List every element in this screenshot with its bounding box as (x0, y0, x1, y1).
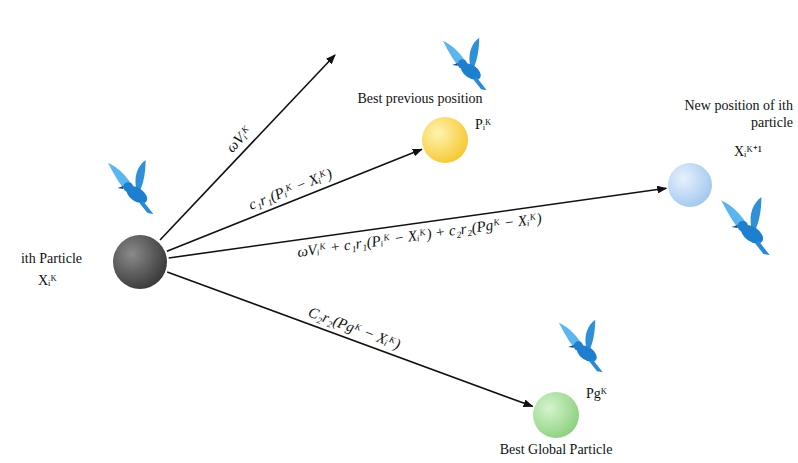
node-caption: ith Particle (21, 250, 82, 267)
node-symbol: Xᵢᴷ (38, 272, 57, 289)
edge-arrow (167, 272, 532, 406)
node-symbol: Best Global Particle (500, 441, 613, 458)
edge-formula: ωVᵢᴷ + c₁r₁(Pᵢᴷ − Xᵢᴷ) + c₂r₂(Pgᴷ − Xᵢᴷ) (296, 209, 543, 261)
edge-formula: c₁r₁(Pᵢᴷ − Xᵢᴷ) (246, 164, 335, 214)
bird-icon (559, 320, 603, 372)
bird-icon (443, 38, 487, 90)
bird-icon (721, 197, 770, 255)
particle-circle: Best previous positionPᵢᴷ (422, 117, 468, 163)
velocity-arrow (160, 55, 335, 240)
particle-circle: New position of ith particleXᵢᴷ⁺¹ (668, 163, 712, 207)
edge-arrow (169, 188, 667, 258)
bird-icon (108, 160, 153, 214)
node-symbol: Pᵢᴷ (475, 116, 492, 133)
node-caption: Pgᴷ (586, 385, 607, 402)
node-symbol: Xᵢᴷ⁺¹ (734, 143, 762, 160)
velocity-label: ωVᵢᴷ (222, 122, 255, 156)
particle-circle: PgᴷBest Global Particle (533, 392, 579, 438)
node-caption: New position of ith particle (681, 97, 793, 131)
particle-circle: ith ParticleXᵢᴷ (113, 235, 167, 289)
node-caption: Best previous position (357, 90, 482, 107)
edge-formula: C₂r₂(Pgᴷ − Xᵢᴷ) (305, 303, 402, 353)
